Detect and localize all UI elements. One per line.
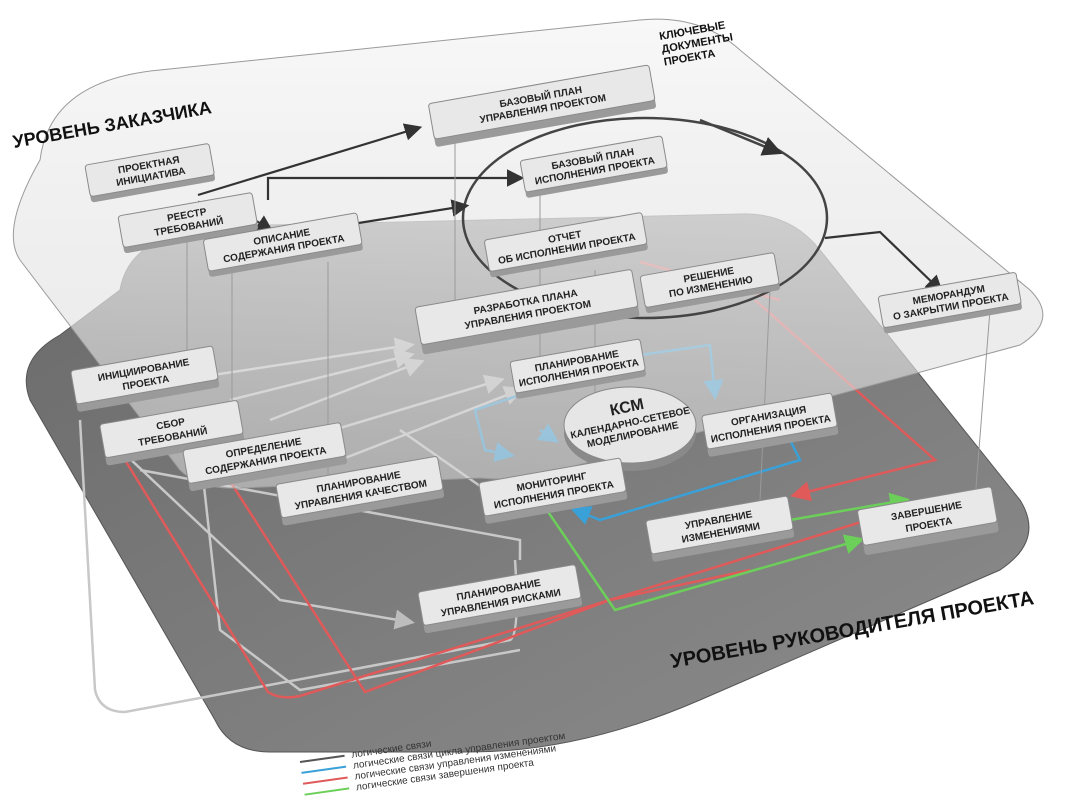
box-initiation: ИНИЦИИРОВАНИЕ ПРОЕКТА	[70, 345, 220, 412]
ksm-disc: КСМ КАЛЕНДАРНО-СЕТЕВОЕ МОДЕЛИРОВАНИЕ	[563, 386, 697, 471]
box-change-management: УПРАВЛЕНИЕ ИЗМЕНЕНИЯМИ	[645, 495, 795, 562]
legend-swatch-blue	[301, 765, 347, 774]
box-collect-requirements: СБОР ТРЕБОВАНИЙ	[99, 400, 245, 466]
ksm-title: КСМ	[608, 396, 645, 420]
box-closure-memo: МЕМОРАНДУМ О ЗАКРЫТИИ ПРОЕКТА	[877, 272, 1022, 334]
box-change-decision: РЕШЕНИЕ ПО ИЗМЕНЕНИЮ	[639, 252, 780, 314]
box-collect-requirements-line1: СБОР	[156, 417, 187, 433]
legend-swatch-red	[302, 776, 348, 785]
box-define-scope: ОПРЕДЕЛЕНИЕ СОДЕРЖАНИЯ ПРОЕКТА	[182, 422, 348, 492]
box-requirements-registry: РЕЕСТР ТРЕБОВАНИЙ	[117, 192, 258, 254]
box-organize-execution: ОРГАНИЗАЦИЯ ИСПОЛНЕНИЯ ПРОЕКТА	[701, 392, 839, 457]
box-develop-plan: РАЗРАБОТКА ПЛАНА УПРАВЛЕНИЯ ПРОЕКТОМ	[414, 269, 640, 355]
box-base-management-plan: БАЗОВЫЙ ПЛАН УПРАВЛЕНИЯ ПРОЕКТОМ	[428, 64, 656, 147]
legend-swatch-green	[304, 787, 350, 796]
box-scope-description: ОПИСАНИЕ СОДЕРЖАНИЯ ПРОЕКТА	[203, 212, 363, 277]
customer-arrows	[189, 123, 944, 294]
box-plan-execution: ПЛАНИРОВАНИЕ ИСПОЛНЕНИЯ ПРОЕКТА	[509, 338, 646, 399]
logic-lines-green	[538, 492, 910, 612]
box-closing: ЗАВЕРШЕНИЕ ПРОЕКТА	[857, 486, 999, 555]
legend-swatch-gray	[299, 754, 345, 763]
box-project-initiative: ПРОЕКТНАЯ ИНИЦИАТИВА	[84, 143, 216, 203]
